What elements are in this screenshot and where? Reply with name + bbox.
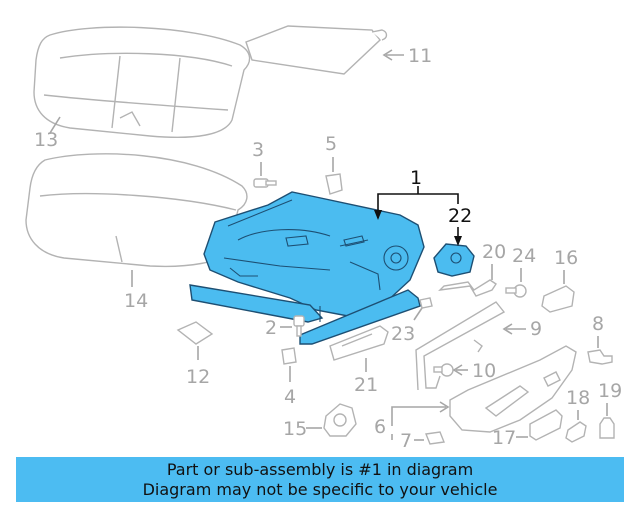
callout-15: 15	[283, 418, 307, 440]
callout-22: 22	[448, 205, 472, 227]
banner-line-2: Diagram may not be specific to your vehi…	[142, 480, 498, 499]
arrow-11	[382, 49, 393, 61]
leader-23	[413, 307, 423, 321]
callout-13: 13	[34, 129, 58, 151]
part-10-screw	[433, 363, 454, 377]
callout-12: 12	[186, 366, 210, 388]
part-7-clip	[425, 431, 445, 445]
part-22-motor-bracket	[433, 243, 475, 277]
callout-4: 4	[284, 386, 296, 408]
part-5-clip	[325, 173, 343, 195]
part-23-clip	[419, 297, 433, 309]
callout-20: 20	[482, 241, 506, 263]
arrow-9	[502, 323, 513, 335]
callout-2: 2	[265, 317, 277, 339]
callout-16: 16	[554, 247, 578, 269]
callout-8: 8	[592, 313, 604, 335]
part-18-button	[565, 421, 587, 443]
part-16-knob	[541, 285, 575, 313]
callout-21: 21	[354, 374, 378, 396]
callout-10: 10	[472, 360, 496, 382]
part-14-cushion-pad	[25, 153, 248, 268]
part-8-connector	[587, 349, 613, 365]
parts-diagram: 13 14 11 3 5	[25, 25, 622, 452]
part-11-panel	[245, 25, 388, 75]
part-24-screw	[505, 284, 527, 298]
callout-9: 9	[530, 318, 542, 340]
part-9-wire	[415, 301, 506, 391]
callout-3: 3	[252, 139, 264, 161]
callout-7: 7	[400, 430, 412, 452]
callout-17: 17	[492, 427, 516, 449]
leader-13	[49, 116, 61, 134]
part-1-seat-track-frame	[189, 191, 425, 345]
part-21-cover	[329, 325, 389, 361]
arrow-6	[439, 401, 450, 413]
part-6-side-shield	[449, 345, 577, 433]
leader-6	[391, 406, 446, 426]
part-13-cushion-cover	[33, 26, 251, 139]
part-19-cap	[599, 417, 615, 439]
callout-18: 18	[566, 387, 590, 409]
part-17-trim	[529, 409, 563, 441]
callout-6: 6	[374, 416, 386, 438]
callout-11: 11	[408, 45, 432, 67]
banner-line-1: Part or sub-assembly is #1 in diagram	[166, 460, 474, 479]
arrow-1	[374, 210, 382, 220]
arrow-10	[452, 364, 463, 376]
info-banner: Part or sub-assembly is #1 in diagram Di…	[16, 457, 624, 502]
part-12-bracket	[176, 321, 214, 345]
callout-14: 14	[124, 290, 148, 312]
callout-24: 24	[512, 245, 536, 267]
callout-23: 23	[391, 323, 415, 345]
part-20-bracket	[438, 279, 497, 297]
arrow-22	[454, 236, 462, 246]
part-2-bolt	[293, 315, 305, 337]
callout-19: 19	[598, 380, 622, 402]
part-4-clip	[281, 347, 297, 365]
callout-5: 5	[325, 133, 337, 155]
callout-1: 1	[410, 167, 422, 189]
part-15-motor	[323, 403, 357, 437]
part-3-bolt	[253, 178, 277, 188]
